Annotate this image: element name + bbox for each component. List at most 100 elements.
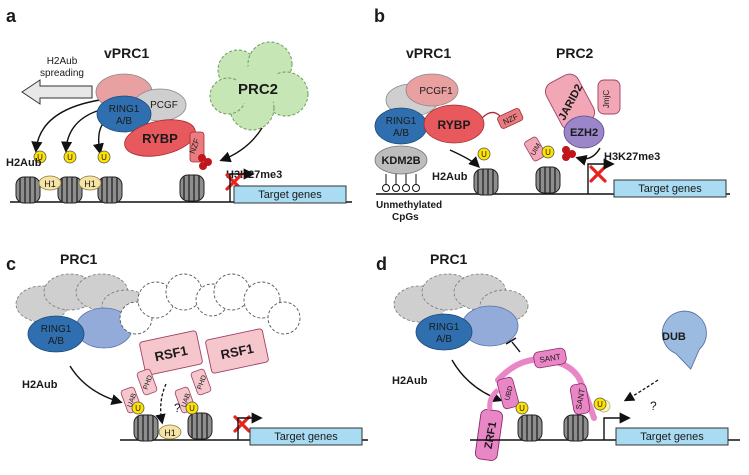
inhibition-line: [511, 341, 521, 353]
target-genes-box: [249, 427, 363, 446]
spreading-label-1: H2Aub: [47, 56, 78, 67]
nucleosome: [179, 174, 205, 202]
panel-b: b vPRC1 PRC2 PCGF1 RING1 A/B RYBP NZF KD…: [374, 6, 730, 223]
panel-letter-b: b: [374, 6, 385, 26]
pcgf-label: PCGF: [150, 100, 178, 111]
ring1-subunit: [415, 313, 473, 351]
h2aub-label: H2Aub: [432, 171, 468, 183]
ezh2-label: EZH2: [570, 127, 598, 139]
h1-label: H1: [44, 179, 56, 189]
tss-arrow: [237, 412, 263, 440]
ring1-subunit: [96, 95, 152, 133]
target-genes-box: [233, 185, 347, 204]
nucleosome: [473, 168, 499, 196]
remodeler-cloud: [119, 273, 301, 335]
h1-label: H1: [84, 179, 96, 189]
nzf-linker: [481, 111, 501, 119]
rybp-label: RYBP: [438, 118, 471, 132]
h2aub-arrow-1: [31, 99, 101, 153]
question-mark: ?: [650, 399, 657, 413]
sant-label-2: SANT: [574, 388, 587, 411]
ring1-label-1: RING1: [41, 324, 72, 335]
kdm2b-subunit: [374, 145, 428, 175]
svg-text:U: U: [481, 150, 487, 159]
pcgf1-subunit: [405, 73, 459, 107]
pcgf1-label: PCGF1: [419, 86, 453, 97]
vprc1-title: vPRC1: [104, 45, 149, 61]
ring1-label-2: A/B: [393, 128, 409, 139]
ubiquitin-mark: U: [515, 401, 529, 415]
zrf1-label: ZRF1: [483, 421, 500, 450]
sant-label-1: SANT: [539, 352, 562, 365]
panel-letter-c: c: [6, 254, 16, 274]
rsf1-subunit-2: [205, 328, 269, 374]
cpg-label-2: CpGs: [392, 212, 419, 223]
panel-letter-a: a: [6, 6, 17, 26]
methylation-arrow: [575, 147, 601, 166]
svg-text:U: U: [67, 153, 73, 162]
h2aub-label: H2Aub: [6, 157, 42, 169]
target-genes-label: Target genes: [258, 189, 322, 201]
question-mark: ?: [174, 401, 181, 415]
rsf1-label-2: RSF1: [219, 341, 255, 363]
panel-c: c PRC1 RING1 A/B H2Aub RSF1 RSF1: [6, 251, 368, 446]
ring1-label-2: A/B: [116, 116, 132, 127]
ring1-label-1: RING1: [109, 104, 140, 115]
h1-linker: [158, 424, 182, 440]
nucleosome: [517, 414, 543, 442]
target-genes-label: Target genes: [638, 183, 702, 195]
svg-text:U: U: [597, 400, 603, 409]
rybp-label: RYBP: [142, 131, 178, 146]
nucleosome: [187, 412, 213, 440]
vprc1-title: vPRC1: [406, 45, 451, 61]
cpg-sites: [382, 174, 420, 192]
prc1-title: PRC1: [430, 251, 468, 267]
ubiquitin-mark: U: [131, 401, 145, 415]
svg-text:U: U: [135, 404, 141, 413]
tss-arrow: [229, 168, 255, 202]
ubiquitin-mark: U: [63, 150, 77, 164]
ubiquitin-mark: U: [477, 147, 491, 161]
prc2-label: PRC2: [238, 81, 278, 98]
target-genes-label: Target genes: [274, 431, 338, 443]
methyl-mark: [568, 150, 576, 158]
inhibition-bar: [505, 337, 517, 345]
panel-d: d PRC1 RING1 A/B H2Aub ZRF1 UBD SANT SAN…: [376, 251, 740, 461]
h3k27me3-label: H3K27me3: [604, 151, 660, 163]
sant-domain-1: [533, 347, 567, 369]
spreading-label-2: spreading: [40, 68, 84, 79]
ubd-domain: [496, 376, 520, 410]
ring1-label-2: A/B: [48, 336, 64, 347]
panel-a: a vPRC1 H2Aub spreading PCGF RING1 A/B R…: [6, 6, 352, 204]
ubiquitin-mark-fading: U: [593, 397, 611, 413]
ubiquitin-mark: U: [33, 150, 47, 164]
ubd-label: UBD: [504, 385, 515, 401]
zrf1-linker: [487, 388, 500, 411]
phd-domain: [136, 368, 158, 396]
prc2-methylation-arrow: [219, 127, 263, 163]
h2aub-label: H2Aub: [392, 375, 428, 387]
methyl-mark: [199, 162, 207, 170]
deubiquitination-arrow: [623, 379, 659, 402]
h3k27me3-label: H3K27me3: [226, 169, 282, 181]
phd-label: PHD: [197, 374, 209, 390]
kdm2b-label: KDM2B: [381, 155, 420, 167]
svg-text:U: U: [101, 153, 107, 162]
h1-label: H1: [164, 428, 176, 438]
h1-eviction-arrow: [155, 383, 167, 425]
rybp-subunit: [423, 104, 485, 144]
nucleosome: [57, 176, 83, 204]
h1-linker: [78, 175, 102, 191]
methyl-mark: [562, 146, 570, 154]
nucleosome: [563, 414, 589, 442]
ring1-label-2: A/B: [436, 334, 452, 345]
ubiquitin-mark: U: [97, 150, 111, 164]
phd-label: PHD: [143, 374, 155, 390]
sant-domain-2: [569, 383, 591, 415]
nucleosome: [133, 414, 159, 442]
ring1-subunit: [27, 315, 85, 353]
svg-text:U: U: [37, 153, 43, 162]
ubiquitination-arrow: [69, 365, 123, 405]
repression-cross: [589, 165, 607, 183]
